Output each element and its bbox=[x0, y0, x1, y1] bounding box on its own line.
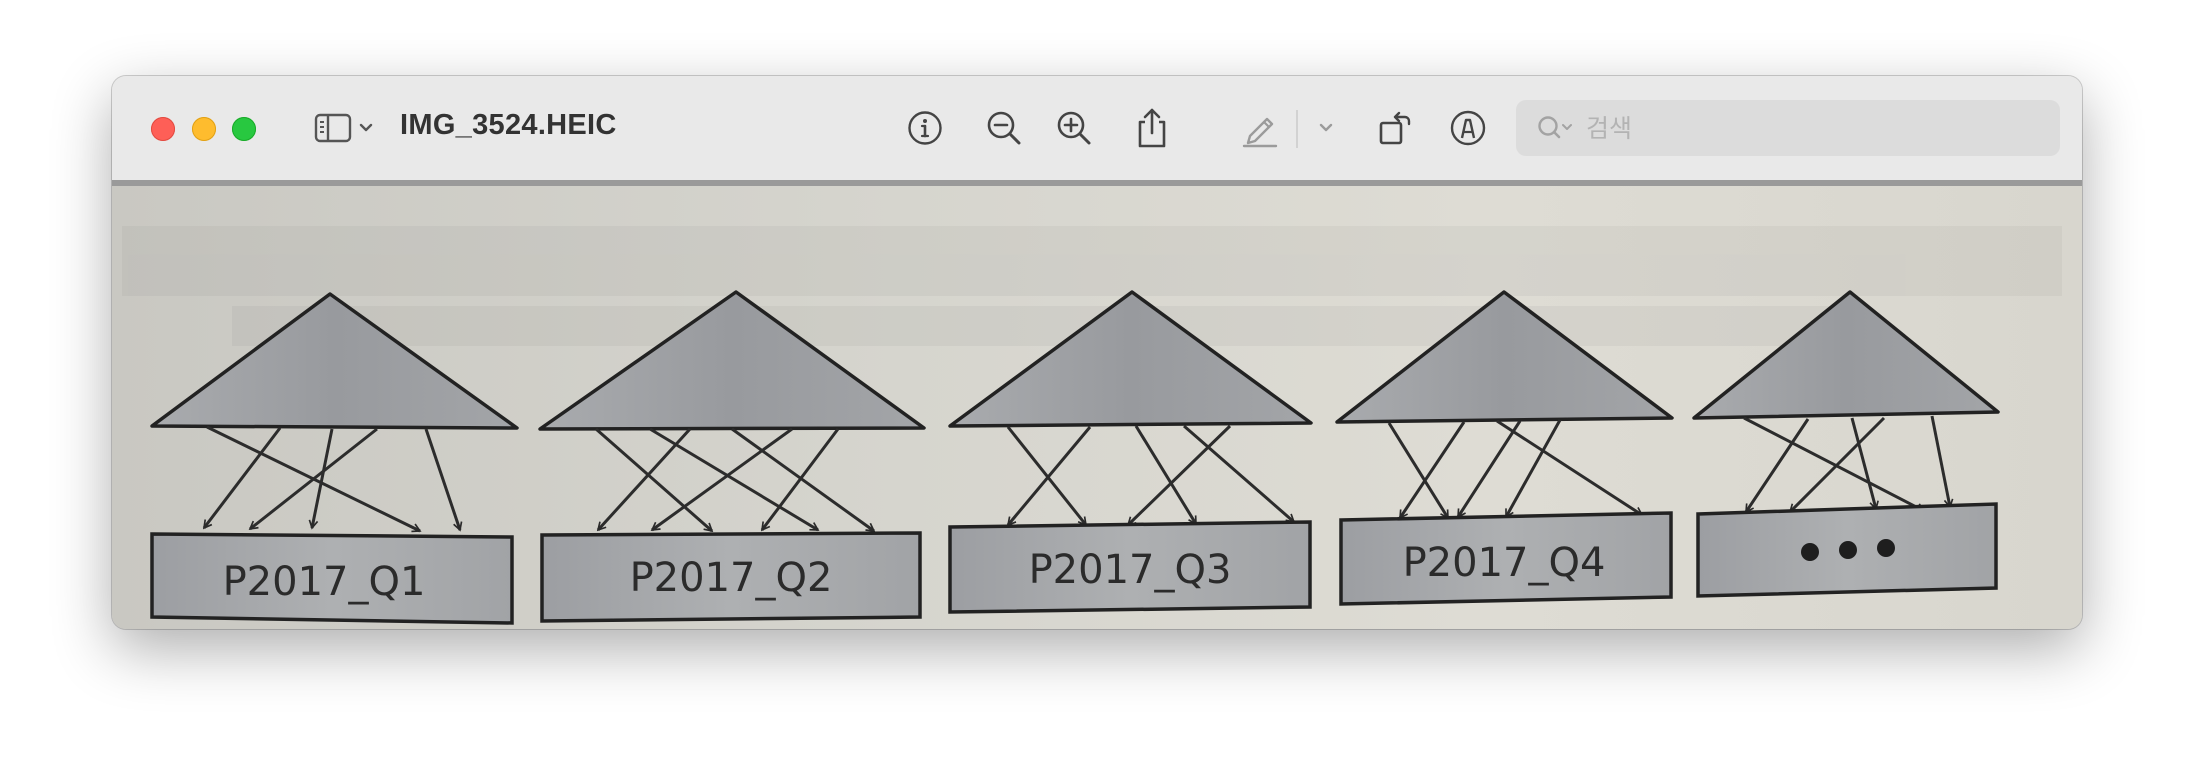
toolbar-divider bbox=[1296, 110, 1298, 148]
share-button[interactable] bbox=[1126, 102, 1178, 154]
partition-group-5 bbox=[1692, 290, 2000, 598]
annotate-button[interactable] bbox=[1442, 102, 1494, 154]
partition-box-1 bbox=[150, 532, 514, 625]
partition-box-3 bbox=[948, 520, 1312, 614]
search-field[interactable] bbox=[1516, 100, 2060, 156]
partition-label-1: P2017_Q1 bbox=[223, 559, 426, 605]
search-input[interactable] bbox=[1584, 112, 2028, 144]
partition-triangle-5 bbox=[1692, 290, 2000, 420]
info-button[interactable] bbox=[899, 102, 951, 154]
zoom-out-icon bbox=[984, 108, 1024, 148]
zoom-in-button[interactable] bbox=[1048, 102, 1100, 154]
window-title: IMG_3524.HEIC bbox=[400, 109, 617, 141]
close-button[interactable] bbox=[151, 117, 175, 141]
rotate-icon bbox=[1376, 108, 1416, 148]
partition-box-2 bbox=[540, 531, 922, 623]
ellipsis-dot bbox=[1839, 541, 1857, 559]
image-canvas: P2017_Q1 P2017_Q2 bbox=[112, 186, 2082, 629]
photo-content: P2017_Q1 P2017_Q2 bbox=[122, 226, 2062, 625]
markup-pen-icon bbox=[1240, 108, 1280, 148]
zoom-out-button[interactable] bbox=[978, 102, 1030, 154]
partition-triangle-3 bbox=[948, 290, 1313, 428]
minimize-button[interactable] bbox=[192, 117, 216, 141]
bleed-through-text bbox=[122, 226, 2062, 346]
search-icon bbox=[1536, 113, 1574, 143]
ellipsis-dot bbox=[1877, 539, 1895, 557]
partition-group-3: P2017_Q3 bbox=[948, 290, 1313, 614]
partition-triangle-2 bbox=[538, 290, 926, 431]
markup-button[interactable] bbox=[1234, 102, 1286, 154]
info-icon bbox=[906, 109, 944, 147]
partition-triangle-1 bbox=[150, 292, 519, 430]
partition-group-1: P2017_Q1 bbox=[150, 292, 519, 625]
sidebar-toggle-button[interactable] bbox=[308, 102, 380, 154]
partition-group-4: P2017_Q4 bbox=[1335, 290, 1674, 606]
preview-window: IMG_3524.HEIC bbox=[112, 76, 2082, 629]
markup-menu-button[interactable] bbox=[1308, 102, 1344, 154]
chevron-down-icon bbox=[1318, 122, 1334, 134]
chevron-down-icon bbox=[358, 122, 374, 134]
toolbar: IMG_3524.HEIC bbox=[112, 76, 2082, 186]
maximize-button[interactable] bbox=[232, 117, 256, 141]
partition-group-2: P2017_Q2 bbox=[538, 290, 926, 623]
annotate-icon bbox=[1448, 108, 1488, 148]
partition-label-4: P2017_Q4 bbox=[1403, 540, 1606, 586]
sidebar-icon bbox=[314, 112, 354, 144]
partition-label-3: P2017_Q3 bbox=[1029, 547, 1232, 593]
ellipsis-dot bbox=[1801, 543, 1819, 561]
share-icon bbox=[1134, 107, 1170, 149]
zoom-in-icon bbox=[1054, 108, 1094, 148]
partition-label-2: P2017_Q2 bbox=[630, 555, 833, 601]
partition-triangle-4 bbox=[1335, 290, 1674, 424]
rotate-button[interactable] bbox=[1370, 102, 1422, 154]
partition-box-4 bbox=[1339, 511, 1673, 606]
